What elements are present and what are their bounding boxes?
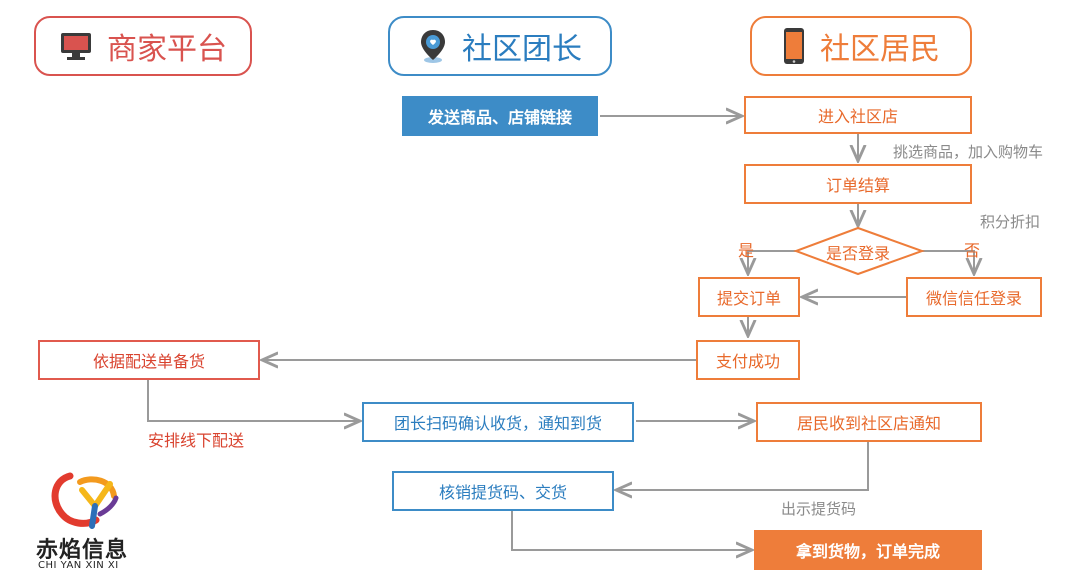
arrow-verify-to-complete [511,510,752,550]
arrow-yes [748,250,796,274]
node-prepare-goods: 依据配送单备货 [38,340,260,380]
annotation-points-discount: 积分折扣 [980,213,1041,231]
annotation-show-code: 出示提货码 [781,500,857,518]
node-checkout: 订单结算 [744,164,972,204]
annotation-pick-goods: 挑选商品，加入购物车 [893,143,1044,161]
node-resident-notified: 居民收到社区店通知 [756,402,982,442]
node-confirm-receipt: 团长扫码确认收货，通知到货 [362,402,634,442]
lane-leader: 社区团长 [388,16,612,76]
brand-name-en: CHI YAN XIN XI [38,560,119,571]
location-pin-icon [421,30,445,63]
smartphone-icon [784,28,804,64]
lane-resident-label: 社区居民 [820,32,940,67]
brand-logo: 赤焰信息 CHI YAN XIN XI [36,470,150,574]
decision-diamond [793,226,925,276]
node-complete: 拿到货物，订单完成 [754,530,982,570]
annotation-yes: 是 [738,241,755,260]
node-wechat-login: 微信信任登录 [906,277,1042,317]
node-enter-store: 进入社区店 [744,96,972,134]
lane-resident: 社区居民 [750,16,972,76]
annotation-no: 否 [964,241,981,260]
node-submit-order: 提交订单 [698,277,800,317]
node-pay-success: 支付成功 [696,340,800,380]
node-send-link: 发送商品、店铺链接 [402,96,598,136]
node-logged-in-label: 是否登录 [825,244,890,263]
lane-merchant-label: 商家平台 [107,32,227,67]
brand-name-cn: 赤焰信息 [36,538,129,563]
arrow-prepare-to-confirm [147,380,360,421]
annotation-offline-delivery: 安排线下配送 [148,431,245,450]
arrow-no [922,250,974,274]
arrow-notified-to-verify [616,441,869,490]
lane-merchant: 商家平台 [34,16,252,76]
node-verify-code: 核销提货码、交货 [392,471,614,511]
brand-logo-mark [51,472,119,529]
monitor-icon [61,33,91,60]
lane-leader-label: 社区团长 [462,32,582,67]
